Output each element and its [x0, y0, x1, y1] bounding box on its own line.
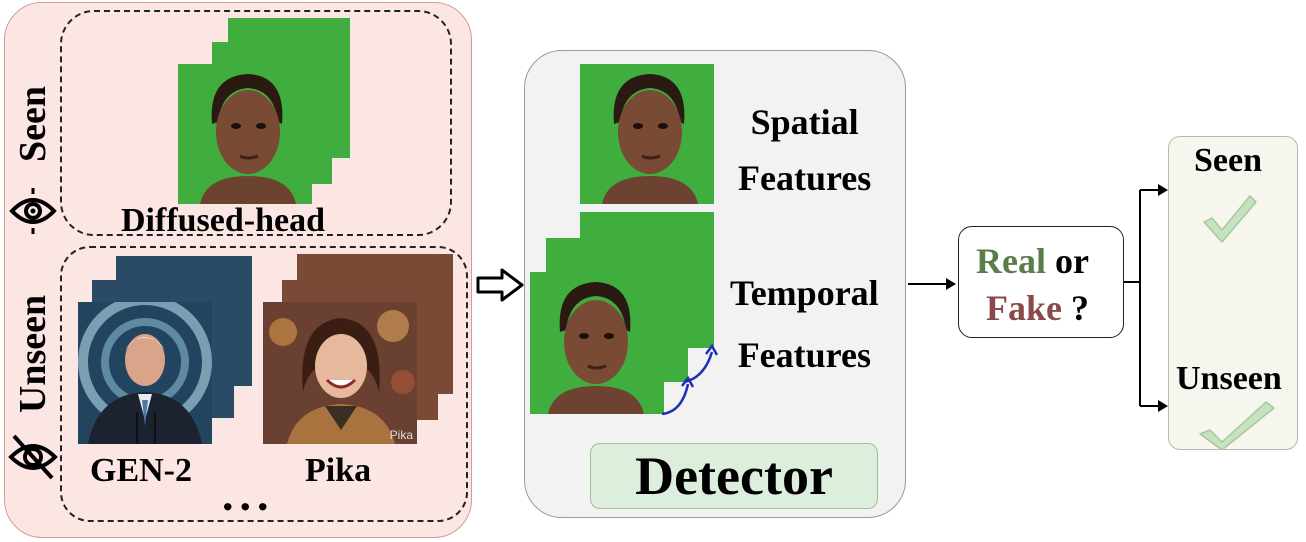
- gen2-label: GEN-2: [90, 452, 192, 489]
- fake-word: Fake: [986, 288, 1062, 328]
- eye-icon: [8, 186, 58, 236]
- diffused-head-frame-front: [178, 64, 312, 204]
- spatial-frame: [580, 64, 714, 204]
- diffused-head-label: Diffused-head: [121, 202, 326, 239]
- real-or-fake-box: [958, 226, 1124, 338]
- unseen-label: Unseen: [12, 294, 54, 414]
- pika-frame-front: Pika: [263, 302, 417, 444]
- unseen-group: [60, 246, 468, 522]
- spatial-features-label: Spatial Features: [738, 102, 872, 198]
- eye-off-icon: [6, 430, 60, 484]
- real-word: Real: [976, 241, 1046, 281]
- input-to-detector-arrow: [476, 268, 524, 302]
- real-or-line: Real or: [976, 240, 1089, 282]
- temporal-features-label: Temporal Features: [730, 273, 879, 375]
- face-illustration: [530, 272, 664, 414]
- or-word: or: [1054, 241, 1089, 281]
- more-generators-ellipsis: ...: [222, 469, 275, 520]
- results-panel: [1168, 136, 1298, 450]
- result-unseen-label: Unseen: [1176, 360, 1282, 397]
- temporal-flow-arrows: [660, 340, 724, 420]
- pika-watermark: Pika: [389, 428, 413, 442]
- speaker-illustration: [78, 302, 212, 444]
- fake-line: Fake ?: [986, 287, 1089, 329]
- result-seen-label: Seen: [1194, 142, 1262, 179]
- face-illustration: [178, 64, 312, 204]
- seen-group: [60, 10, 452, 236]
- detector-box: Detector: [590, 443, 878, 509]
- question-to-results-arrows: [1124, 180, 1172, 416]
- seen-check-icon: [1200, 190, 1258, 244]
- pika-label: Pika: [305, 452, 372, 489]
- detector-to-question-arrow: [906, 274, 958, 294]
- temporal-frame-front: [530, 272, 664, 414]
- face-illustration: [580, 64, 714, 204]
- unseen-check-icon: [1198, 398, 1278, 450]
- detector-label: Detector: [635, 446, 833, 506]
- seen-label: Seen: [12, 86, 54, 162]
- smiling-woman-illustration: [263, 302, 417, 444]
- gen2-frame-front: [78, 302, 212, 444]
- question-mark: ?: [1071, 288, 1089, 328]
